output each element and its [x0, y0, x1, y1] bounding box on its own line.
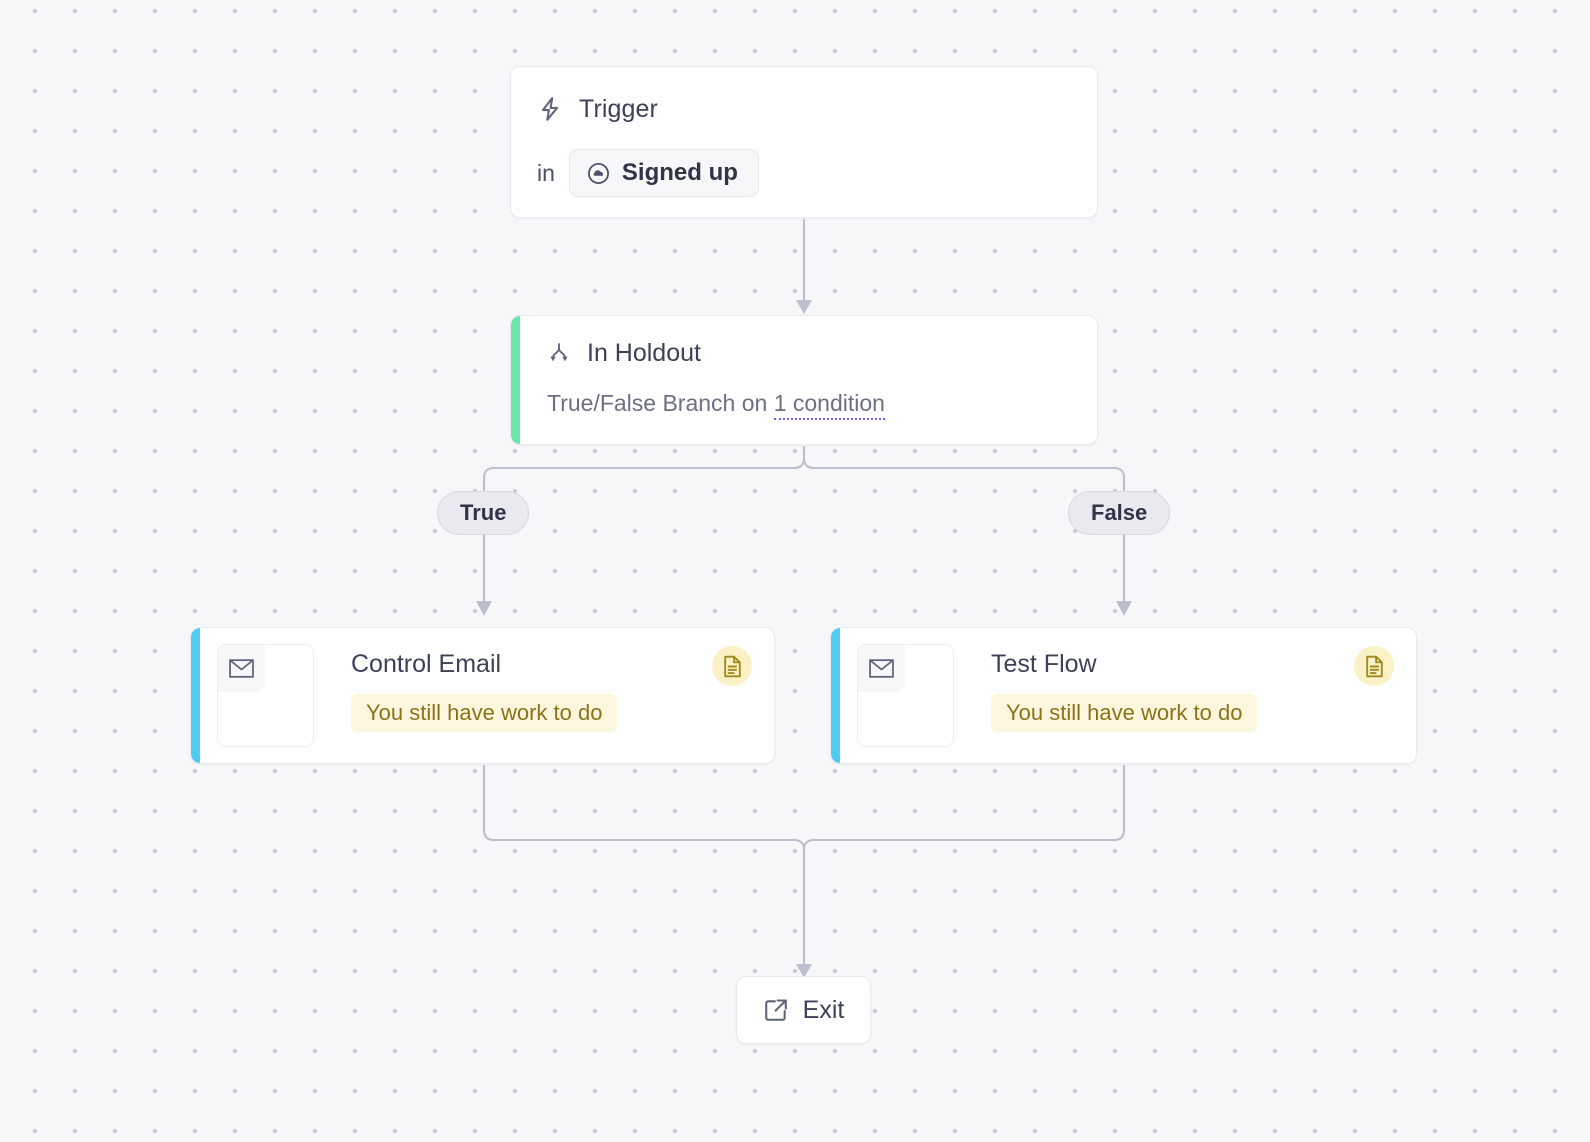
- holdout-title: In Holdout: [587, 338, 701, 367]
- test-flow-warning: You still have work to do: [991, 694, 1258, 732]
- control-email-node[interactable]: Control Email You still have work to do: [190, 627, 775, 764]
- trigger-event-chip[interactable]: Signed up: [568, 149, 759, 197]
- document-icon: [1364, 655, 1385, 678]
- external-link-icon: [763, 997, 789, 1023]
- test-flow-accent-bar: [831, 628, 840, 763]
- test-flow-title: Test Flow: [991, 650, 1097, 678]
- control-email-content: Control Email You still have work to do: [191, 628, 774, 763]
- edge-test-to-exit: [802, 765, 1126, 964]
- envelope-icon: [858, 645, 905, 692]
- arrowhead-true: [476, 601, 492, 616]
- holdout-accent-bar: [511, 316, 520, 444]
- envelope-icon: [218, 645, 265, 692]
- document-icon: [722, 655, 743, 678]
- holdout-header: In Holdout: [537, 334, 1071, 372]
- trigger-condition-row: in Signed up: [537, 149, 1071, 197]
- exit-node[interactable]: Exit: [736, 976, 871, 1044]
- test-flow-content: Test Flow You still have work to do: [831, 628, 1416, 763]
- test-flow-node[interactable]: Test Flow You still have work to do: [830, 627, 1417, 764]
- control-email-thumbnail[interactable]: [217, 644, 314, 747]
- edge-holdout-to-true: [482, 455, 806, 601]
- trigger-header: Trigger: [537, 89, 1071, 129]
- exit-label: Exit: [802, 995, 845, 1024]
- test-flow-body: Test Flow You still have work to do: [954, 644, 1354, 732]
- holdout-subtitle-prefix: True/False Branch on: [547, 390, 774, 416]
- trigger-node[interactable]: Trigger in Signed up: [510, 66, 1098, 218]
- holdout-node[interactable]: In Holdout True/False Branch on 1 condit…: [510, 315, 1098, 445]
- test-flow-thumbnail[interactable]: [857, 644, 954, 747]
- arrowhead-false: [1116, 601, 1132, 616]
- branch-pill-false[interactable]: False: [1068, 491, 1171, 535]
- trigger-preposition: in: [537, 159, 555, 186]
- edge-control-to-exit: [482, 765, 806, 964]
- branch-icon: [547, 340, 571, 366]
- test-flow-document-badge[interactable]: [1354, 646, 1394, 686]
- control-email-accent-bar: [191, 628, 200, 763]
- holdout-subtitle: True/False Branch on 1 condition: [537, 390, 1071, 420]
- control-email-title: Control Email: [351, 650, 502, 678]
- trigger-title: Trigger: [579, 94, 658, 123]
- holdout-condition-link[interactable]: 1 condition: [773, 390, 885, 420]
- trigger-event-label: Signed up: [621, 159, 738, 186]
- cloud-circle-icon: [586, 161, 611, 186]
- control-email-document-badge[interactable]: [712, 646, 752, 686]
- lightning-bolt-icon: [537, 94, 563, 124]
- control-email-warning: You still have work to do: [351, 694, 618, 732]
- branch-pill-true[interactable]: True: [437, 491, 530, 535]
- control-email-body: Control Email You still have work to do: [314, 644, 712, 732]
- arrowhead-trigger-to-holdout: [796, 300, 812, 314]
